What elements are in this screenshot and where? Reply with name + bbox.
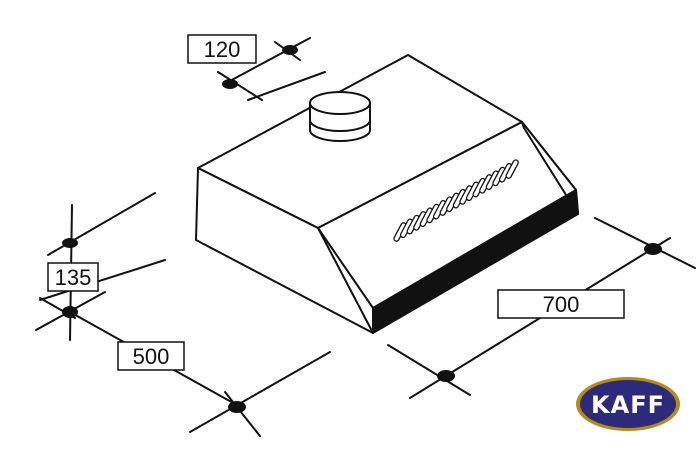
label-120: 120 xyxy=(187,34,257,64)
dimension-junction-dots xyxy=(62,45,662,413)
control-buttons xyxy=(535,201,565,221)
control-button-dot xyxy=(543,211,549,216)
brand-logo-text: KAFF xyxy=(591,391,665,419)
dimension-label-700: 700 xyxy=(543,292,580,317)
control-button-dot xyxy=(535,215,541,221)
dimension-label-120: 120 xyxy=(204,37,241,62)
front-vent-slots xyxy=(393,159,519,242)
label-500: 500 xyxy=(117,341,185,371)
hood-bottom-strip xyxy=(372,189,579,334)
exhaust-collar xyxy=(309,91,371,142)
control-button-dot xyxy=(551,206,557,212)
control-button-dot xyxy=(559,201,565,207)
vent-slot xyxy=(505,159,519,179)
dimension-label-135: 135 xyxy=(55,265,92,290)
kaff-logo: KAFF xyxy=(576,377,680,431)
label-135: 135 xyxy=(47,262,99,292)
label-700: 700 xyxy=(497,289,625,319)
dimension-label-500: 500 xyxy=(133,344,170,369)
